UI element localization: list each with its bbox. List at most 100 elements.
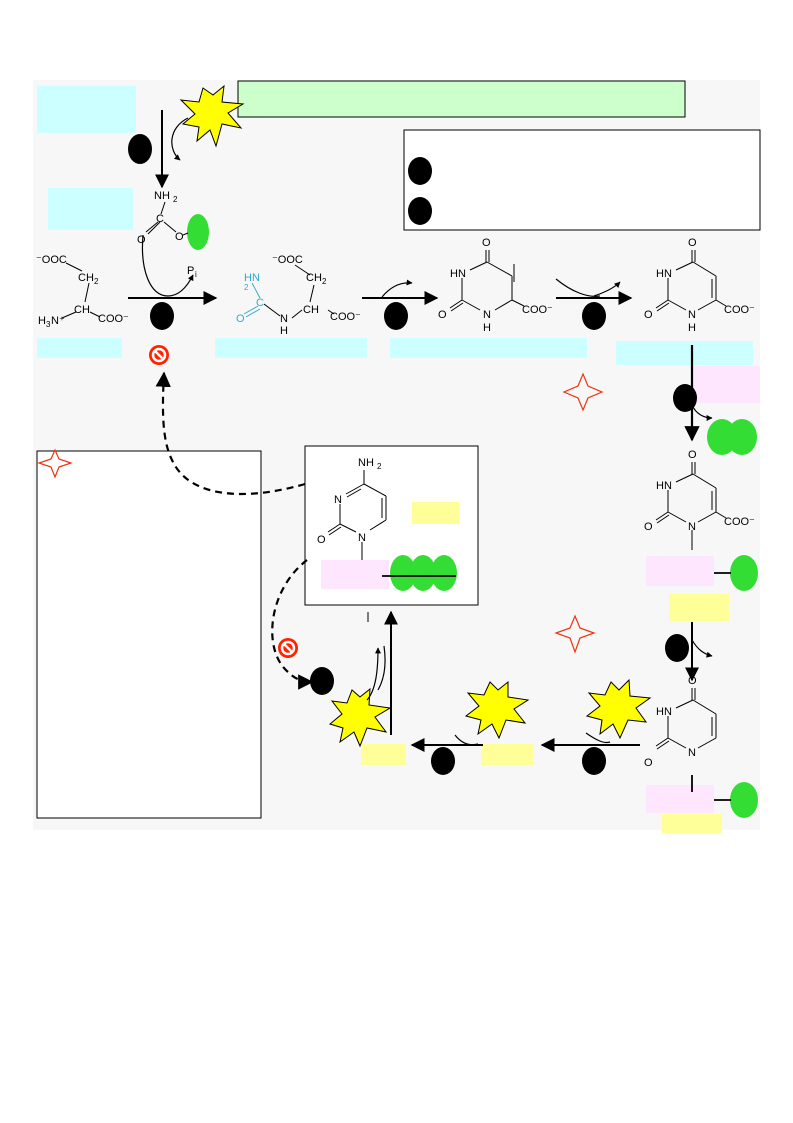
label-box-cyan-aspartate: [37, 338, 122, 358]
four-point-sparkle-icon: [554, 614, 596, 654]
dihydroorotate-coo-text: COO⁻: [522, 304, 553, 316]
carbamoyl-aspartate-ch2-text: CH: [306, 272, 322, 284]
ctp-n-top-text: N: [334, 494, 342, 506]
reaction-arrows: [128, 110, 713, 752]
explosion-star-icon: [464, 680, 530, 740]
orotate-o-left-text: O: [644, 309, 653, 321]
carbamoyl-aspartate-h2n-text: H: [244, 272, 252, 284]
step-marker-oval: [665, 634, 689, 662]
aspartate-ch2-text: CH: [78, 272, 94, 284]
omp-n-text: N: [688, 521, 696, 533]
step-marker-oval: [310, 667, 334, 695]
carbamoyl-aspartate-ch2-subscript: 2: [322, 277, 327, 286]
aspartate-ch-text: CH: [74, 304, 90, 316]
dihydroorotate-hn-text: HN: [450, 268, 466, 280]
step-marker-oval: [582, 302, 606, 330]
title-box-green: [237, 80, 686, 118]
ump-bonds: [655, 688, 717, 792]
carbamoyl-aspartate-c-text: C: [256, 297, 264, 309]
omp-o-top-text: O: [688, 449, 697, 461]
dihydroorotate-o-left-text: O: [438, 309, 447, 321]
carbamoyl-aspartate-bonds: [243, 264, 335, 319]
orotate-n-text: N: [688, 309, 696, 321]
ctp-n-text: N: [358, 532, 366, 544]
ump-hn-text: HN: [656, 706, 672, 718]
dihydroorotate-bonds: [449, 250, 525, 312]
label-box-yellow-omp: [669, 594, 729, 621]
step-marker-oval: [582, 747, 606, 775]
carbamoyl-o-right-text: O: [175, 231, 184, 243]
omp-o-left-text: O: [644, 521, 653, 533]
ump-o-left-text: O: [644, 757, 653, 769]
step-marker-oval: [150, 302, 174, 330]
label-box-yellow-ctp: [412, 502, 459, 524]
label-box-cyan-carbamoyl-aspartate: [215, 338, 367, 358]
label-box-cyan-top-left: [37, 86, 136, 133]
omp-bonds: [655, 462, 727, 550]
carbamoyl-aspartate-coo-top-text: ⁻OOC: [272, 254, 303, 266]
carbamoyl-aspartate-coo-text: COO⁻: [330, 311, 361, 323]
aspartate-h3n-subscript: 3: [46, 320, 51, 329]
inhibition-sign-icon: [149, 345, 169, 365]
aspartate-bonds: [61, 262, 101, 319]
orotate-coo-text: COO⁻: [724, 304, 755, 316]
dihydroorotate-o-top-text: O: [482, 237, 491, 249]
carbamoyl-aspartate-nh-n-text: N: [280, 313, 288, 325]
orotate-o-top-text: O: [688, 237, 697, 249]
label-box-pink-prpp: [693, 366, 760, 403]
phosphate-oval-icon: [727, 419, 757, 455]
label-box-pink-omp: [646, 556, 714, 586]
orotate-h-text: H: [688, 322, 696, 334]
carbamoyl-nh2-subscript: 2: [173, 195, 178, 204]
carbamoyl-aspartate-o-text: O: [236, 313, 245, 325]
ctp-nh2-text: NH: [358, 457, 374, 469]
label-box-cyan-orotate: [616, 341, 753, 365]
phosphate-oval-icon: [431, 555, 457, 591]
step-marker-oval: [128, 134, 152, 164]
aspartate-coo-text: COO⁻: [98, 313, 129, 325]
carbamoyl-nh2-text: NH: [154, 190, 170, 202]
label-box-yellow-udp: [481, 744, 533, 765]
carbamoyl-phosphate-structure: [145, 201, 189, 236]
step-marker-oval: [431, 747, 455, 775]
dihydroorotate-nh-h-text: H: [483, 322, 491, 334]
legend-box: [403, 129, 761, 231]
carbamoyl-aspartate-nh-h-text: H: [280, 325, 288, 337]
label-box-yellow-ump: [662, 814, 722, 833]
explosion-star-icon: [179, 84, 245, 148]
label-box-cyan-carbamoyl: [48, 188, 133, 230]
dihydroorotate-nh-n-text: N: [483, 309, 491, 321]
label-box-pink-ctp: [321, 560, 389, 589]
label-box-yellow-utp: [361, 744, 406, 765]
ctp-base-bonds: [327, 470, 387, 560]
pi-text: P: [187, 265, 194, 277]
step-marker-oval: [384, 302, 408, 330]
explosion-star-icon: [585, 678, 652, 740]
label-box-cyan-dihydroorotate: [390, 338, 587, 358]
phosphate-oval-icon: [730, 782, 758, 818]
aspartate-coo-top-text: ⁻OOC: [36, 254, 67, 266]
pi-subscript: i: [195, 270, 197, 279]
four-point-sparkle-icon: [562, 372, 604, 412]
ctp-o-text: O: [317, 534, 326, 546]
aspartate-h3n-text: H: [38, 315, 46, 327]
carbamoyl-aspartate-n-text: N: [252, 272, 260, 284]
carbamoyl-aspartate-ch-text: CH: [303, 304, 319, 316]
ctp-nh2-subscript: 2: [377, 462, 382, 471]
inhibition-sign-icon: [278, 638, 298, 658]
legend-step-marker-oval: [408, 157, 432, 185]
carbamoyl-c-text: C: [156, 213, 164, 225]
label-box-pink-ump: [646, 785, 714, 813]
aspartate-n-plus-text: N⁺: [51, 315, 65, 327]
ump-o-top-text: O: [688, 675, 697, 687]
aspartate-ch2-subscript: 2: [94, 277, 99, 286]
omp-hn-text: HN: [656, 480, 672, 492]
phosphate-oval-icon: [730, 555, 758, 591]
phosphate-oval-icon: [187, 214, 209, 250]
orotate-hn-text: HN: [656, 268, 672, 280]
ump-n-text: N: [688, 747, 696, 759]
explosion-star-icon: [328, 687, 392, 748]
four-point-sparkle-icon: [37, 448, 73, 479]
side-note-box: [36, 450, 262, 819]
